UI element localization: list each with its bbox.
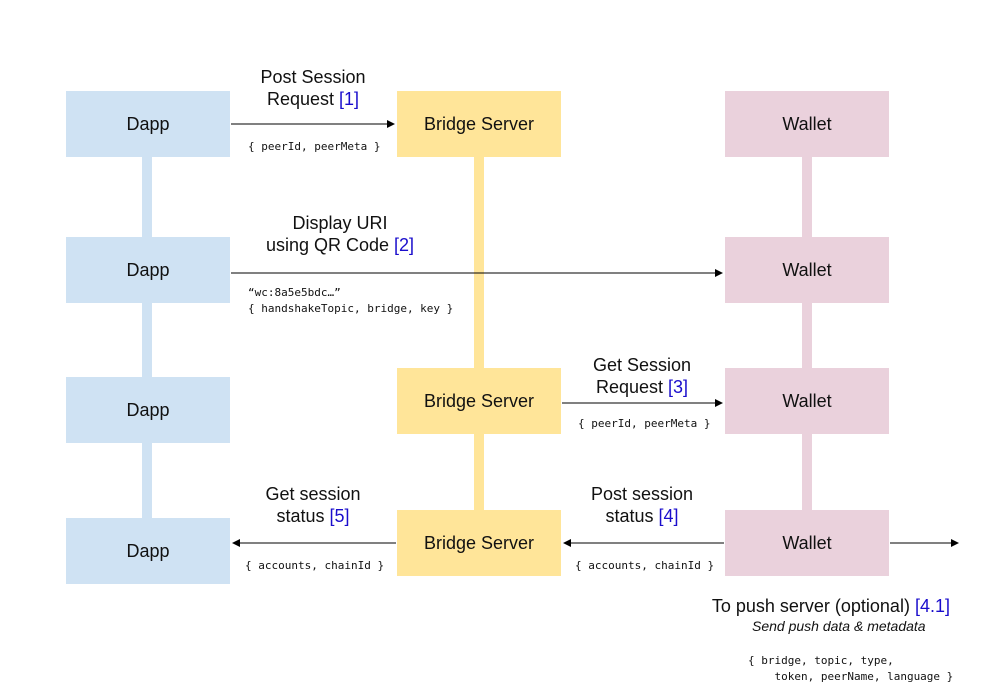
- dapp-lifeline: [142, 155, 152, 525]
- step-4-1-ref: [4.1]: [914, 596, 950, 616]
- step-5-ref: [5]: [329, 506, 350, 526]
- dapp-label: Dapp: [126, 259, 170, 280]
- wallet-box-3: Wallet: [725, 368, 889, 434]
- step-3-title: Get Session Request [3]: [563, 354, 721, 398]
- step-5-payload: { accounts, chainId }: [245, 559, 385, 572]
- step-1-title: Post Session Request [1]: [233, 66, 393, 110]
- step-4-title: Post session status [4]: [563, 483, 721, 527]
- dapp-label: Dapp: [126, 540, 170, 561]
- bridge-box-3: Bridge Server: [397, 510, 561, 576]
- step-2-title-line2: using QR Code [2]: [265, 235, 415, 255]
- bridge-box-1: Bridge Server: [397, 91, 561, 157]
- step-4-1-title: To push server (optional) [4.1]: [711, 596, 950, 616]
- step-1-ref: [1]: [339, 89, 360, 109]
- wallet-box-2: Wallet: [725, 237, 889, 303]
- wallet-label: Wallet: [782, 390, 832, 411]
- step-5-title-line2: status [5]: [276, 506, 350, 526]
- step-3-ref: [3]: [668, 377, 689, 397]
- step-2-ref: [2]: [394, 235, 415, 255]
- dapp-label: Dapp: [126, 399, 170, 420]
- dapp-label: Dapp: [126, 113, 170, 134]
- dapp-box-1: Dapp: [66, 91, 230, 157]
- step-5-title-line1: Get session: [265, 484, 361, 504]
- dapp-box-4: Dapp: [66, 518, 230, 584]
- step-5-title: Get session status [5]: [233, 483, 393, 527]
- bridge-label: Bridge Server: [423, 390, 535, 411]
- bridge-label: Bridge Server: [423, 532, 535, 553]
- step-4-1-payload-line2: token, peerName, language }: [748, 670, 954, 683]
- wallet-box-4: Wallet: [725, 510, 889, 576]
- step-3-title-line1: Get Session: [592, 355, 692, 375]
- wallet-label: Wallet: [782, 259, 832, 280]
- dapp-box-3: Dapp: [66, 377, 230, 443]
- step-4-title-line1: Post session: [590, 484, 694, 504]
- step-1-payload: { peerId, peerMeta }: [248, 140, 381, 153]
- step-4-ref: [4]: [658, 506, 679, 526]
- step-2-payload-line2: { handshakeTopic, bridge, key }: [248, 302, 454, 315]
- step-3-payload: { peerId, peerMeta }: [578, 417, 711, 430]
- step-1-title-line1: Post Session: [260, 67, 366, 87]
- step-2-title: Display URI using QR Code [2]: [250, 212, 430, 256]
- step-1-title-line2: Request [1]: [266, 89, 360, 109]
- bridge-lifeline: [474, 155, 484, 515]
- bridge-label: Bridge Server: [423, 113, 535, 134]
- step-3-title-line2: Request [3]: [595, 377, 689, 397]
- dapp-box-2: Dapp: [66, 237, 230, 303]
- step-2-title-line1: Display URI: [292, 213, 388, 233]
- step-4-1-subtitle: Send push data & metadata: [752, 618, 926, 634]
- wallet-box-1: Wallet: [725, 91, 889, 157]
- step-4-title-line2: status [4]: [605, 506, 679, 526]
- wallet-lifeline: [802, 155, 812, 515]
- wallet-label: Wallet: [782, 113, 832, 134]
- bridge-box-2: Bridge Server: [397, 368, 561, 434]
- step-4-payload: { accounts, chainId }: [575, 559, 715, 572]
- step-4-1-payload-line1: { bridge, topic, type,: [748, 654, 894, 667]
- step-2-payload-line1: “wc:8a5e5bdc…”: [248, 286, 341, 299]
- wallet-label: Wallet: [782, 532, 832, 553]
